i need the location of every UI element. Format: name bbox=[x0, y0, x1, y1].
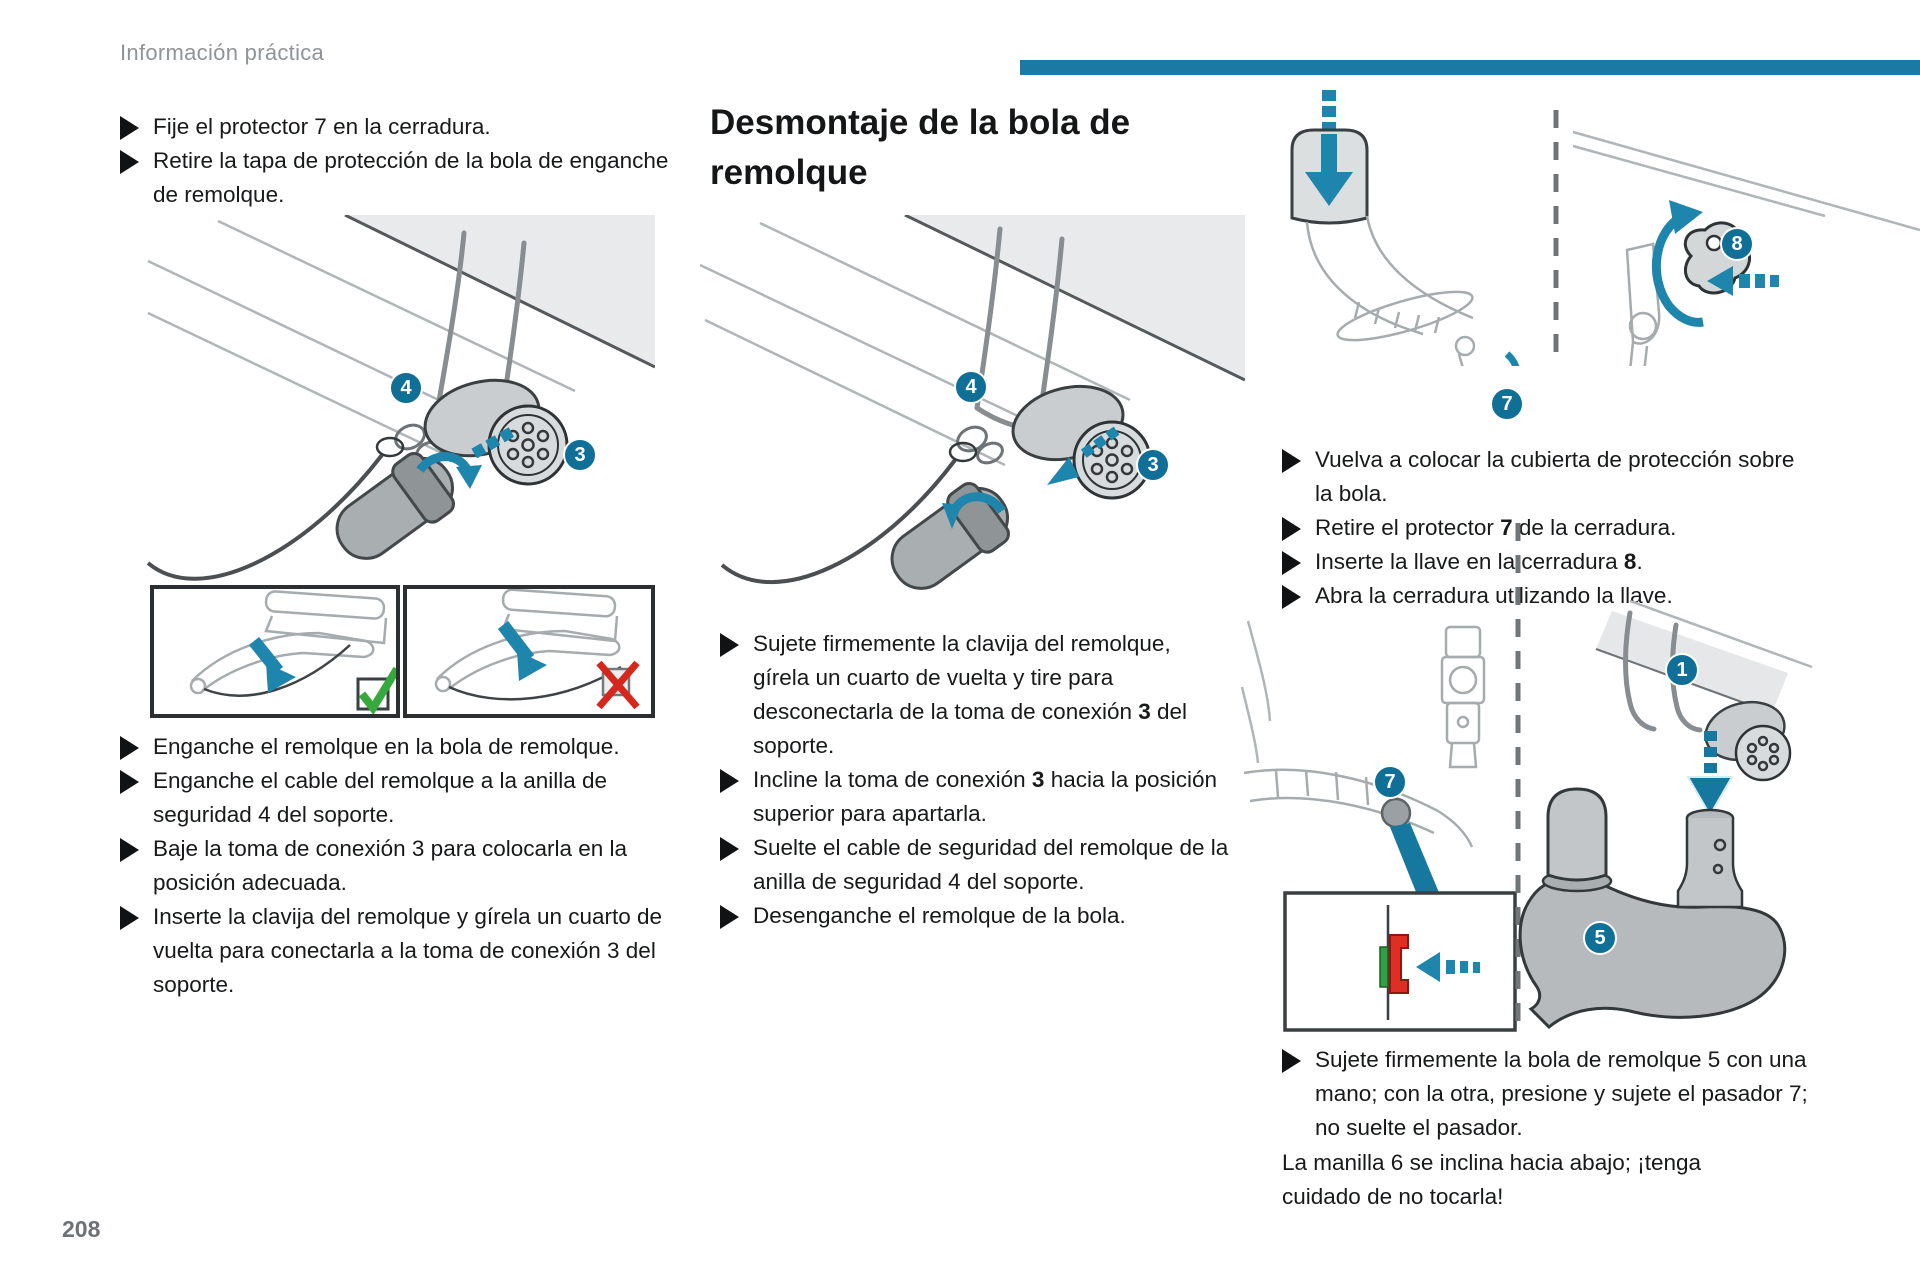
page-number: 208 bbox=[62, 1216, 101, 1242]
red-indicator bbox=[1389, 934, 1409, 994]
bullet-arrow-icon bbox=[120, 770, 139, 794]
page-header: Información práctica bbox=[120, 40, 325, 65]
step-text: Abra la cerradura utilizando la llave. bbox=[1315, 583, 1673, 608]
bullet-arrow-icon bbox=[1282, 449, 1301, 473]
rotate-arrow-icon bbox=[1651, 211, 1704, 327]
callout-1-badge: 1 bbox=[1665, 653, 1699, 687]
fig-remove-ball-illustration bbox=[1240, 523, 1813, 1032]
fig-cover-lock-illustration bbox=[1290, 90, 1920, 366]
bullet-arrow-icon bbox=[1282, 1049, 1301, 1073]
step-text: Retire el protector 7 de la cerradura. bbox=[1315, 515, 1677, 540]
list-item: Fije el protector 7 en la cerradura. bbox=[120, 110, 672, 144]
step-text: Retire la tapa de protección de la bola … bbox=[153, 148, 669, 207]
list-item: Enganche el remolque en la bola de remol… bbox=[120, 730, 672, 764]
callout-4-badge: 4 bbox=[389, 371, 423, 405]
bullet-arrow-icon bbox=[120, 150, 139, 174]
step-text: Enganche el cable del remolque a la anil… bbox=[153, 768, 608, 827]
step-text: Fije el protector 7 en la cerradura. bbox=[153, 114, 491, 139]
callout-8-badge: 8 bbox=[1720, 227, 1754, 261]
right-bottom-step: Sujete firmemente la bola de remolque 5 … bbox=[1282, 1043, 1822, 1145]
dashed-arrow-icon bbox=[471, 427, 515, 459]
dashed-arrow-icon bbox=[1416, 952, 1440, 982]
bullet-arrow-icon bbox=[1282, 517, 1301, 541]
list-item: Desenganche el remolque de la bola. bbox=[720, 899, 1232, 933]
step-text: Baje la toma de conexión 3 para colocarl… bbox=[153, 836, 628, 895]
warning-note: La manilla 6 se inclina hacia abajo; ¡te… bbox=[1282, 1150, 1702, 1209]
step-text: Suelte el cable de seguridad del remolqu… bbox=[753, 835, 1229, 894]
rotate-arrow-icon bbox=[1504, 351, 1520, 366]
callout-7-badge: 7 bbox=[1373, 765, 1407, 799]
list-item: Retire el protector 7 de la cerradura. bbox=[1282, 511, 1822, 545]
down-arrow-icon bbox=[1305, 172, 1353, 206]
green-indicator bbox=[1379, 946, 1389, 988]
incorrect-routing-box bbox=[403, 585, 655, 718]
callout-3-badge: 3 bbox=[563, 438, 597, 472]
list-item: Baje la toma de conexión 3 para colocarl… bbox=[120, 832, 672, 900]
section-heading: Desmontaje de la bola de remolque bbox=[710, 103, 1131, 192]
bullet-arrow-icon bbox=[720, 633, 739, 657]
list-item: Inserte la clavija del remolque y gírela… bbox=[120, 900, 672, 1002]
left-intro-list: Fije el protector 7 en la cerradura. Ret… bbox=[120, 110, 672, 212]
dashed-arrow-icon bbox=[1707, 266, 1733, 296]
list-item: Incline la toma de conexión 3 hacia la p… bbox=[720, 763, 1232, 831]
middle-steps-list: Sujete firmemente la clavija del remolqu… bbox=[720, 627, 1232, 933]
step-text: Inserte la llave en la cerradura 8. bbox=[1315, 549, 1643, 574]
list-item: Sujete firmemente la clavija del remolqu… bbox=[720, 627, 1232, 763]
bullet-arrow-icon bbox=[720, 769, 739, 793]
down-arrow-icon bbox=[248, 636, 284, 676]
check-icon bbox=[358, 666, 396, 714]
callout-4-badge: 4 bbox=[954, 370, 988, 404]
step-text: Incline la toma de conexión 3 hacia la p… bbox=[753, 767, 1218, 826]
bullet-arrow-icon bbox=[120, 736, 139, 760]
down-arrow-icon bbox=[497, 621, 535, 663]
bullet-arrow-icon bbox=[120, 906, 139, 930]
bullet-arrow-icon bbox=[120, 838, 139, 862]
cross-icon bbox=[596, 660, 640, 710]
list-item: Sujete firmemente la bola de remolque 5 … bbox=[1282, 1043, 1822, 1145]
list-item: Enganche el cable del remolque a la anil… bbox=[120, 764, 672, 832]
callout-5-badge: 5 bbox=[1583, 921, 1617, 955]
list-item: Suelte el cable de seguridad del remolqu… bbox=[720, 831, 1232, 899]
fig-connect-illustration bbox=[146, 215, 655, 581]
list-item: Inserte la llave en la cerradura 8. bbox=[1282, 545, 1822, 579]
left-steps-list: Enganche el remolque en la bola de remol… bbox=[120, 730, 672, 1002]
step-text: Enganche el remolque en la bola de remol… bbox=[153, 734, 620, 759]
pull-arrow-icon bbox=[1047, 457, 1079, 485]
list-item: Vuelva a colocar la cubierta de protecci… bbox=[1282, 443, 1822, 511]
list-item: Abra la cerradura utilizando la llave. bbox=[1282, 579, 1822, 613]
pointer-icon bbox=[1390, 823, 1440, 897]
accent-bar bbox=[1020, 60, 1920, 75]
step-text: Inserte la clavija del remolque y gírela… bbox=[153, 904, 663, 997]
step-text: Sujete firmemente la clavija del remolqu… bbox=[753, 631, 1188, 758]
bullet-arrow-icon bbox=[720, 905, 739, 929]
bullet-arrow-icon bbox=[720, 837, 739, 861]
step-text: Sujete firmemente la bola de remolque 5 … bbox=[1315, 1047, 1808, 1140]
correct-routing-illustration bbox=[189, 590, 396, 714]
callout-3-badge: 3 bbox=[1136, 448, 1170, 482]
dashed-arrow-icon bbox=[1704, 731, 1717, 773]
dashed-arrow-icon bbox=[1322, 90, 1336, 133]
dashed-arrow-icon bbox=[1080, 426, 1120, 458]
list-item: Retire la tapa de protección de la bola … bbox=[120, 144, 672, 212]
incorrect-routing-illustration bbox=[434, 589, 640, 710]
rotate-arrow-icon bbox=[416, 452, 473, 474]
down-arrow-icon bbox=[1686, 776, 1734, 817]
callout-7-badge: 7 bbox=[1490, 387, 1524, 421]
fig-disconnect-illustration bbox=[700, 215, 1245, 590]
bullet-arrow-icon bbox=[120, 116, 139, 140]
bullet-arrow-icon bbox=[1282, 585, 1301, 609]
step-text: Vuelva a colocar la cubierta de protecci… bbox=[1315, 447, 1795, 506]
correct-routing-box bbox=[150, 585, 400, 718]
bullet-arrow-icon bbox=[1282, 551, 1301, 575]
step-text: Desenganche el remolque de la bola. bbox=[753, 903, 1126, 928]
right-steps-list: Vuelva a colocar la cubierta de protecci… bbox=[1282, 443, 1822, 613]
